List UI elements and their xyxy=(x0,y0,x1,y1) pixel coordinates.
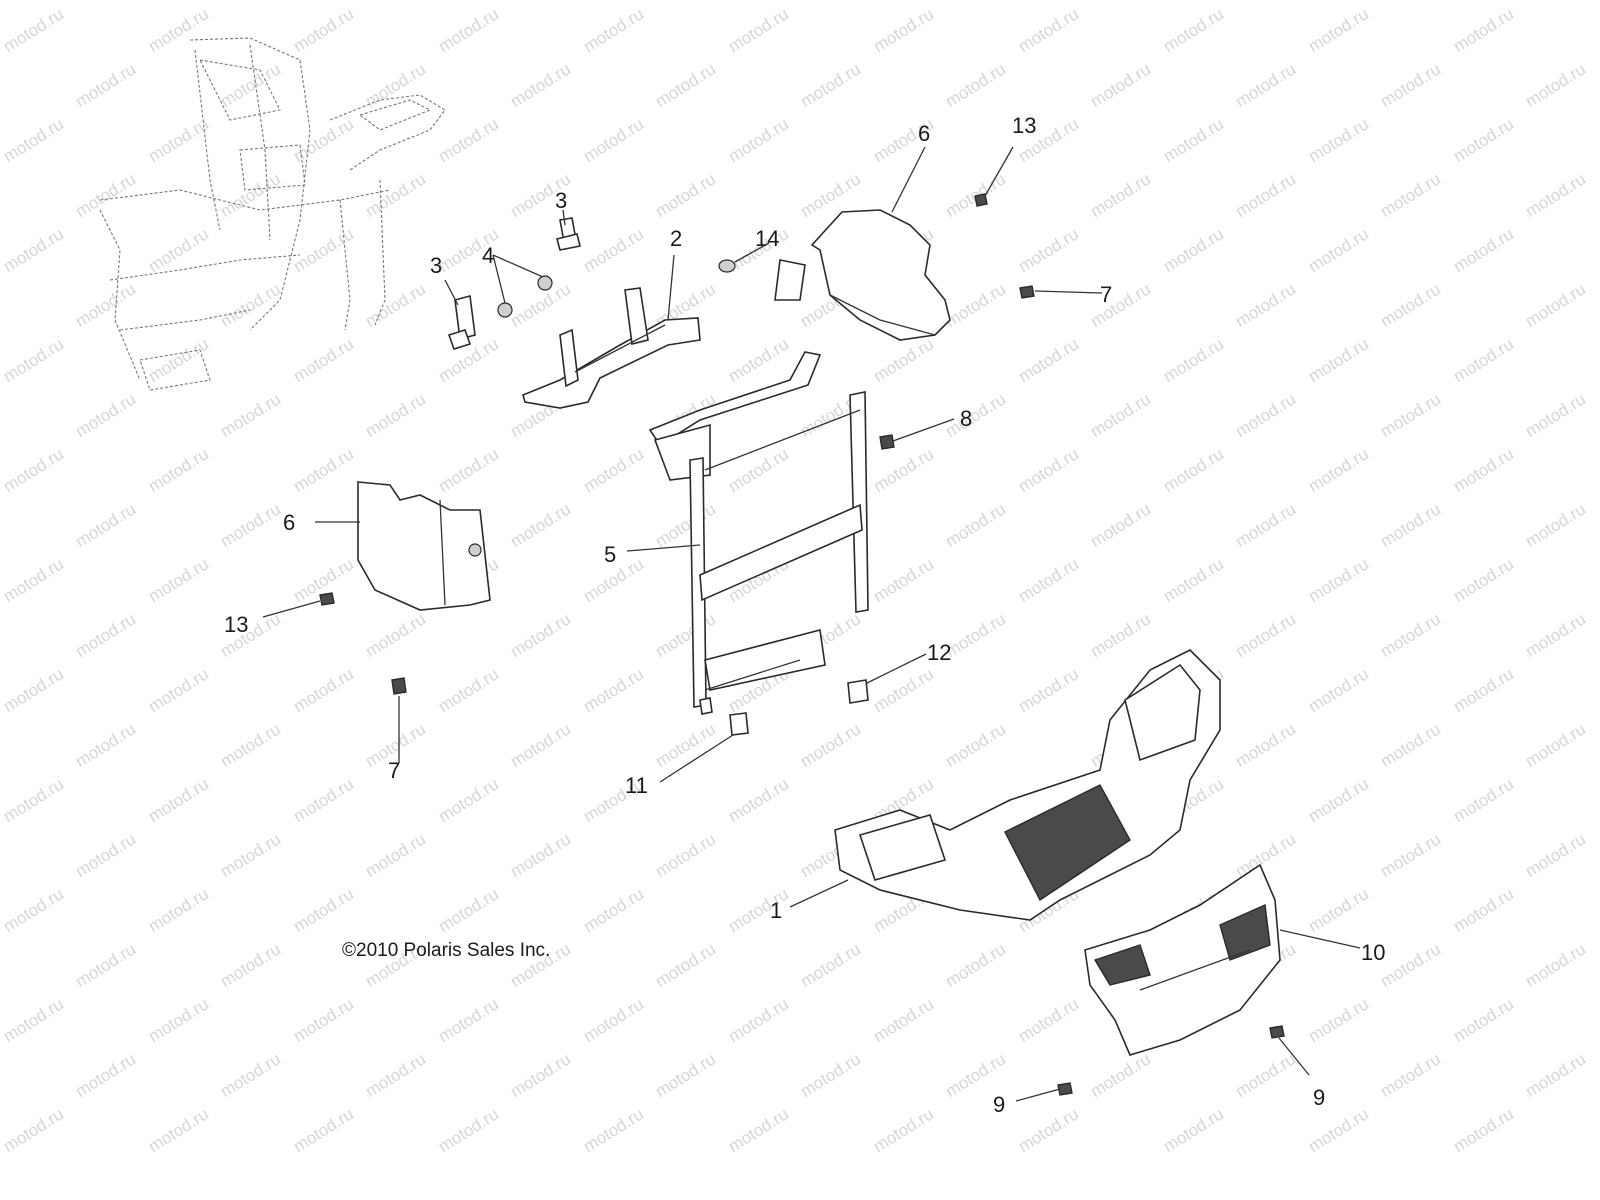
part-2-bracket xyxy=(522,287,701,409)
callout-13-upper: 13 xyxy=(1012,113,1037,138)
callout-5: 5 xyxy=(604,542,617,567)
callout-14: 14 xyxy=(755,226,780,251)
part-1-grille-housing xyxy=(834,649,1221,921)
callout-1: 1 xyxy=(770,898,783,923)
callout-13-lower: 13 xyxy=(224,612,249,637)
callout-7-left: 7 xyxy=(388,758,401,783)
copyright-notice: ©2010 Polaris Sales Inc. xyxy=(342,940,551,961)
vehicle-frame xyxy=(99,37,446,391)
callout-9-left: 9 xyxy=(993,1092,1006,1117)
callout-4: 4 xyxy=(482,243,495,268)
leader-lines xyxy=(262,146,1361,1102)
part-4-nuts xyxy=(497,275,553,318)
part-10-bumper xyxy=(1084,863,1281,1056)
callout-3-left: 3 xyxy=(430,253,443,278)
part-14-plug xyxy=(718,259,736,273)
callout-3-right: 3 xyxy=(555,188,568,213)
callout-11: 11 xyxy=(625,773,648,798)
callout-12: 12 xyxy=(927,640,952,665)
part-5-radiator-frame xyxy=(648,259,869,715)
callout-6-upper: 6 xyxy=(918,121,931,146)
part-6-upper-shield xyxy=(810,209,951,341)
fasteners xyxy=(319,193,1285,1096)
callout-10: 10 xyxy=(1361,940,1386,965)
callout-9-right: 9 xyxy=(1313,1085,1326,1110)
part-6-lower-shield xyxy=(357,481,491,611)
callout-8: 8 xyxy=(960,406,973,431)
part-3-bolts xyxy=(447,217,581,350)
callout-6-lower: 6 xyxy=(283,510,296,535)
callout-7-right: 7 xyxy=(1100,282,1113,307)
callout-2: 2 xyxy=(670,226,683,251)
